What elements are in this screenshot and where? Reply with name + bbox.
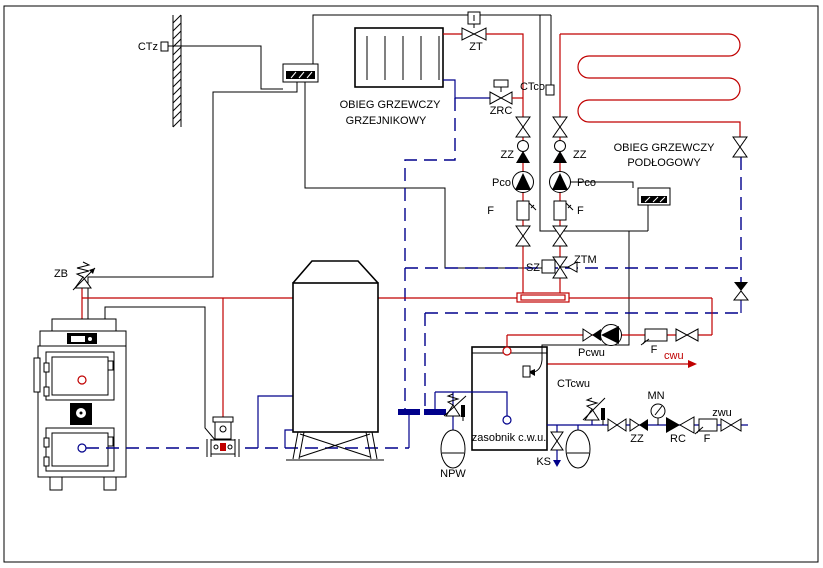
zb-safety-valve-icon	[72, 261, 96, 291]
boiler-return-main	[86, 395, 409, 449]
zz-check-valve-cold-icon	[629, 418, 648, 432]
ks-safety-group	[582, 397, 606, 425]
ctco-sensor-icon	[545, 84, 555, 96]
filter-dhw-icon	[640, 328, 668, 346]
npw-safety-group	[443, 392, 467, 430]
control-wiring	[87, 14, 649, 442]
label-zwu: zwu	[712, 407, 732, 419]
cwu-arrow-icon	[688, 360, 697, 368]
label-pco-left: Pco	[492, 177, 511, 189]
label-zz-left: ZZ	[501, 149, 515, 161]
zt-thermostatic-valve-icon	[461, 11, 487, 41]
outdoor-temp-sensor-icon	[160, 41, 169, 52]
label-sz: SZ	[526, 262, 540, 274]
label-npw: NPW	[440, 468, 466, 480]
label-zz-right: ZZ	[573, 149, 587, 161]
dhw-tank	[471, 346, 548, 451]
boiler-return-port	[77, 443, 87, 453]
diagram-border	[3, 5, 819, 563]
check-valve-dhw-icon	[582, 328, 601, 342]
mn-manometer-icon	[650, 403, 666, 425]
label-zt: ZT	[469, 41, 483, 53]
filter-left-icon	[516, 200, 530, 221]
label-ctco: CTco	[520, 81, 545, 93]
filter-cold-icon	[694, 418, 718, 435]
flanged-connections	[398, 392, 446, 448]
rc-pressure-reducer-icon	[666, 416, 695, 434]
label-radiator-circuit-2: GRZEJNIKOWY	[346, 115, 427, 127]
valve-dhw-icon	[675, 328, 699, 342]
drain-valve	[550, 425, 564, 467]
valve-floor-end-icon	[732, 136, 748, 158]
label-f-cwu: F	[651, 344, 658, 356]
valve-cold-2-icon	[720, 418, 742, 432]
radiator-riser-fittings	[512, 116, 537, 247]
label-floor-circuit-2: PODŁOGOWY	[627, 157, 701, 169]
radiator	[354, 27, 444, 88]
zrc-control-valve-icon	[489, 79, 513, 105]
filter-right-icon	[553, 200, 567, 221]
floor-riser-fittings	[549, 116, 574, 247]
label-cwu: cwu	[664, 350, 684, 362]
label-ctz: CTz	[138, 41, 158, 53]
controller-box-2	[637, 187, 671, 206]
ks-expansion-vessel	[565, 425, 591, 469]
boiler-supply-port	[77, 375, 87, 385]
pcwu-pump-icon	[600, 324, 622, 346]
exterior-wall	[172, 14, 182, 128]
valve-cold-1-icon	[607, 418, 627, 432]
label-mn: MN	[647, 390, 664, 402]
distribution-manifold	[516, 292, 570, 303]
label-pcwu: Pcwu	[578, 347, 605, 359]
drain-arrow-icon	[553, 460, 561, 467]
label-f-left: F	[487, 205, 494, 217]
label-zb: ZB	[54, 268, 68, 280]
floor-heating-coil	[560, 33, 741, 137]
ztm-mixing-valve-icon	[552, 256, 578, 279]
label-pco-right: Pco	[577, 177, 596, 189]
dhw-hot-port	[502, 346, 512, 356]
label-ctcwu: CTcwu	[557, 378, 590, 390]
label-zz-cold: ZZ	[630, 433, 644, 445]
label-radiator-circuit-1: OBIEG GRZEWCZY	[340, 99, 442, 111]
label-f-cold: F	[704, 433, 711, 445]
supply-mains	[82, 297, 713, 421]
label-rc: RC	[670, 433, 686, 445]
label-ks: KS	[536, 456, 551, 468]
ctcwu-sensor-icon	[522, 365, 531, 378]
label-f-right: F	[577, 205, 584, 217]
solid-fuel-boiler	[33, 318, 127, 491]
pipe-radiator-return	[443, 79, 490, 99]
boiler-return-pump	[206, 416, 240, 457]
check-valve-floor-return-icon	[732, 282, 750, 301]
controller-box-1	[282, 63, 319, 83]
label-zrc: ZRC	[490, 105, 513, 117]
npw-expansion-vessel	[440, 429, 466, 469]
sz-servo-icon	[541, 259, 556, 274]
buffer-tank	[286, 260, 384, 461]
pipe-radiator-riser	[486, 33, 524, 293]
label-ztm: ZTM	[574, 254, 597, 266]
dhw-cold-port	[502, 415, 512, 425]
label-dhw-tank: zasobnik c.w.u.	[472, 432, 547, 444]
label-floor-circuit-1: OBIEG GRZEWCZY	[614, 142, 716, 154]
